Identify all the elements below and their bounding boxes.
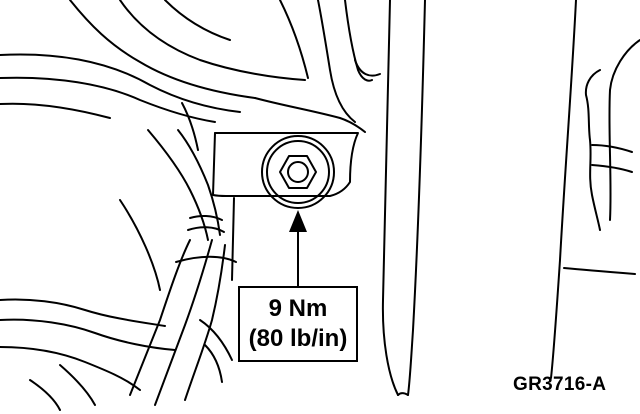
mounting-bracket [212, 132, 359, 281]
leader-arrow [289, 210, 307, 287]
right-side-assembly [550, 0, 640, 379]
torque-imperial-label: (80 lb/in) [248, 325, 348, 352]
body-panel [0, 0, 366, 133]
bolt [261, 135, 335, 209]
figure-id-label: GR3716-A [513, 374, 607, 395]
torque-metric-label: 9 Nm [268, 295, 328, 322]
torque-callout-box: 9 Nm (80 lb/in) [238, 286, 358, 362]
pillar [317, 0, 426, 396]
wiring-harness [0, 102, 237, 411]
